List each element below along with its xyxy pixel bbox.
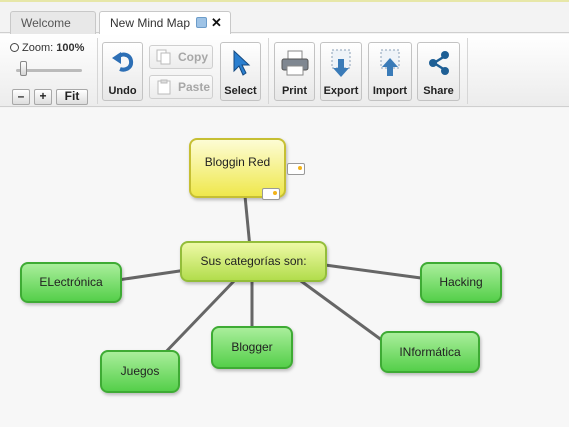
note-icon[interactable]	[262, 188, 280, 200]
export-label: Export	[323, 85, 359, 97]
node-bloggin-red-label: Bloggin Red	[204, 155, 271, 169]
import-button[interactable]: Import	[368, 42, 412, 101]
zoom-label: Zoom: 100%	[10, 42, 84, 54]
undo-button[interactable]: Undo	[102, 42, 143, 101]
node-electronica[interactable]: ELectrónica	[20, 262, 122, 303]
magnifier-icon	[10, 43, 19, 52]
mind-map-canvas[interactable]: Bloggin Red Sus categorías son: ELectrón…	[0, 108, 569, 427]
connector-line	[158, 278, 237, 360]
node-hacking[interactable]: Hacking	[420, 262, 502, 303]
copy-label: Copy	[178, 50, 208, 64]
tab-welcome-label: Welcome	[21, 16, 71, 30]
select-button[interactable]: Select	[220, 42, 261, 101]
zoom-panel: Zoom: 100% – + Fit	[8, 40, 92, 105]
zoom-value: 100%	[56, 42, 85, 54]
node-central-topic-label: Sus categorías son:	[200, 254, 307, 268]
node-juegos[interactable]: Juegos	[100, 350, 180, 393]
zoom-text: Zoom:	[22, 42, 54, 54]
note-icon[interactable]	[287, 163, 305, 175]
toolbar-divider	[268, 38, 269, 104]
node-central-topic[interactable]: Sus categorías son:	[180, 241, 327, 282]
tab-strip: Welcome New Mind Map ✕	[0, 0, 569, 36]
node-informatica[interactable]: INformática	[380, 331, 480, 373]
print-label: Print	[281, 85, 308, 97]
toolbar-divider	[467, 38, 468, 104]
node-hacking-label: Hacking	[439, 275, 483, 289]
zoom-fit-button[interactable]: Fit	[56, 89, 88, 105]
close-tab-icon[interactable]: ✕	[211, 15, 222, 30]
connector-line	[289, 271, 384, 343]
share-button[interactable]: Share	[417, 42, 460, 101]
node-electronica-label: ELectrónica	[39, 275, 103, 289]
undo-label: Undo	[108, 85, 137, 97]
paste-label: Paste	[178, 80, 211, 94]
import-icon	[380, 49, 400, 76]
export-button[interactable]: Export	[320, 42, 362, 101]
cursor-arrow-icon	[233, 49, 250, 76]
tab-new-mind-map[interactable]: New Mind Map ✕	[99, 11, 231, 36]
zoom-out-button[interactable]: –	[12, 89, 30, 105]
copy-button[interactable]: Copy	[149, 45, 213, 69]
node-blogger-label: Blogger	[231, 340, 273, 354]
select-label: Select	[224, 85, 257, 97]
node-informatica-label: INformática	[399, 345, 461, 359]
toolbar: Zoom: 100% – + Fit Undo Copy Paste Sel	[0, 34, 569, 107]
printer-icon	[281, 50, 308, 76]
tab-new-mind-map-label: New Mind Map	[110, 16, 191, 30]
node-juegos-label: Juegos	[120, 364, 160, 378]
tab-info-icon	[196, 17, 207, 28]
share-label: Share	[423, 85, 454, 97]
tab-welcome[interactable]: Welcome	[10, 11, 96, 36]
export-icon	[331, 49, 351, 77]
import-label: Import	[372, 85, 408, 97]
copy-icon	[156, 49, 171, 65]
paste-button[interactable]: Paste	[149, 75, 213, 99]
toolbar-divider	[97, 38, 98, 104]
connector-line	[324, 263, 422, 280]
zoom-slider-track[interactable]	[16, 69, 82, 72]
paste-icon	[157, 79, 171, 95]
zoom-slider-thumb[interactable]	[20, 61, 27, 76]
zoom-in-button[interactable]: +	[34, 89, 52, 105]
node-blogger[interactable]: Blogger	[211, 326, 293, 369]
share-icon	[428, 51, 449, 75]
print-button[interactable]: Print	[274, 42, 315, 101]
undo-icon	[111, 52, 133, 72]
